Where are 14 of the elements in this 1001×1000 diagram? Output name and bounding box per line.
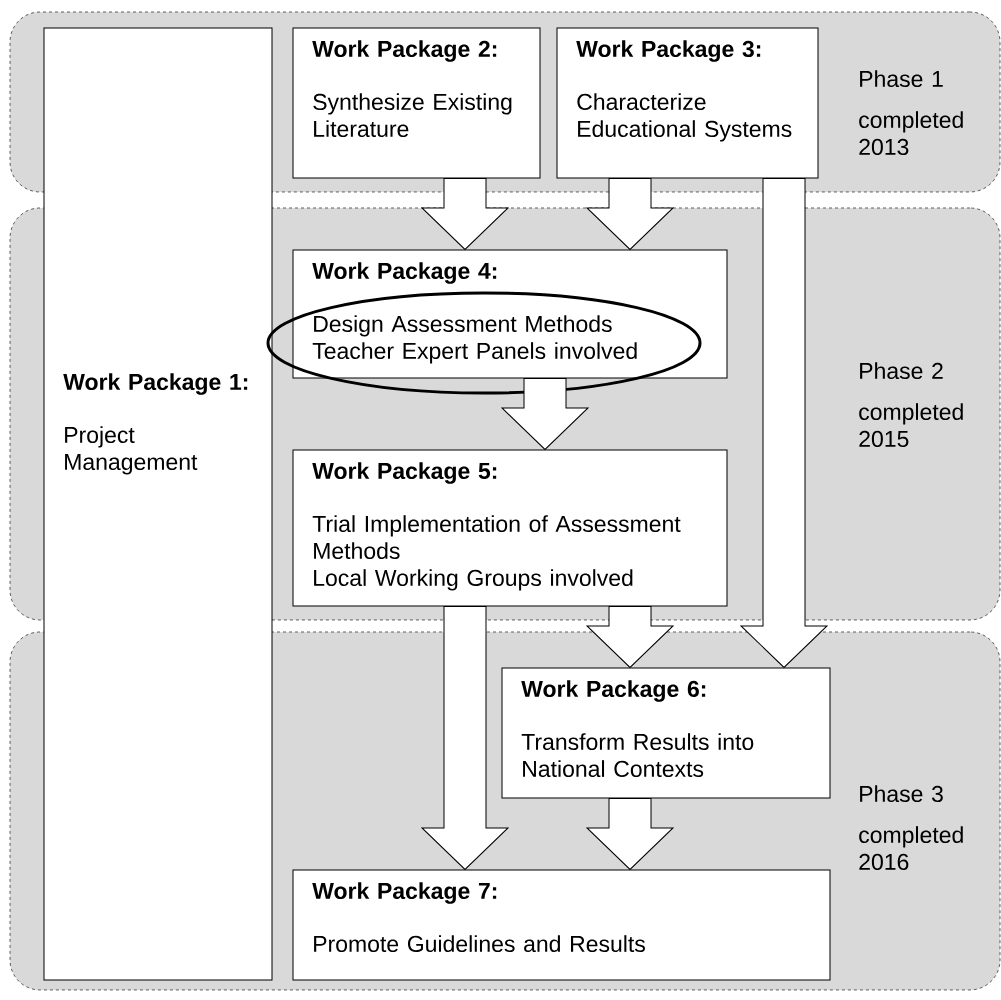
block-arrow — [501, 378, 589, 450]
block-arrow — [586, 798, 674, 870]
block-arrow — [586, 178, 674, 250]
block-arrow — [740, 178, 828, 668]
block-arrow — [421, 178, 509, 250]
work-package-box: Work Package 7: Promote Guidelines and Results — [292, 869, 831, 981]
block-arrow — [586, 606, 674, 668]
work-package-box: Work Package 1: Project Management — [43, 27, 273, 981]
work-package-box: Work Package 2: Synthesize Existing Literature — [292, 27, 541, 179]
block-arrow — [421, 606, 509, 870]
work-package-box: Work Package 4: Design Assessment Methods Teacher Expert Panels involved — [292, 249, 728, 379]
work-package-box: Work Package 6: Transform Results into National Contexts — [501, 667, 831, 799]
work-package-box: Work Package 3: Characterize Educational Systems — [556, 27, 819, 179]
work-package-box: Work Package 5: Trial Implementation of Assessment Methods Local Working Groups involved — [292, 449, 728, 607]
